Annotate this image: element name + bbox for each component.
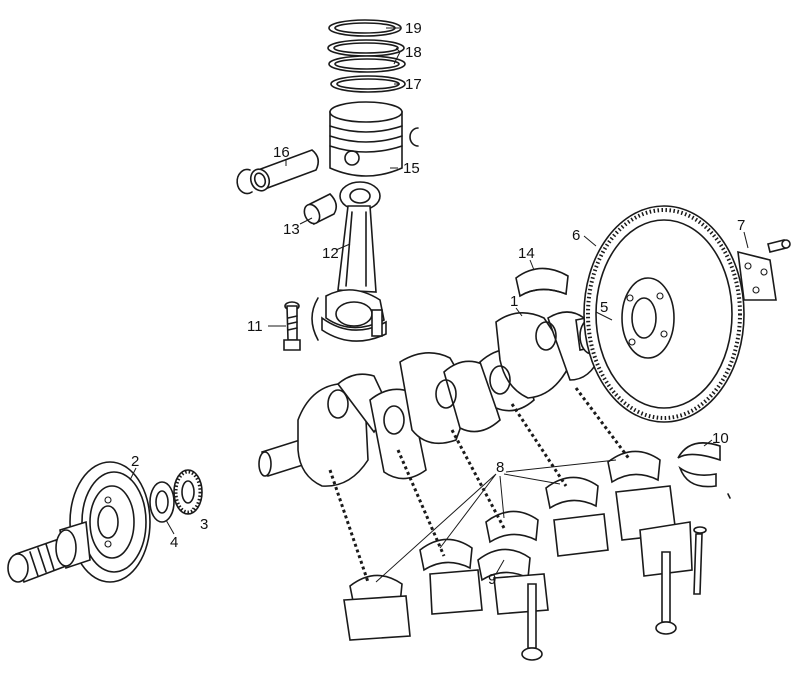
piston-pin-circlip	[409, 127, 419, 147]
main-bearing-shell-upper-3	[485, 510, 539, 544]
piston-ring-17	[330, 75, 406, 93]
piston-15	[329, 101, 403, 177]
big-end-bearing-shell-marker	[311, 297, 319, 341]
callout-19: 19	[405, 20, 422, 37]
callout-12: 12	[322, 245, 339, 262]
callout-9: 9	[488, 571, 496, 588]
callout-3: 3	[200, 516, 208, 533]
callout-7: 7	[737, 217, 745, 234]
piston-rings-18	[327, 39, 406, 73]
connecting-rod-12	[321, 181, 387, 342]
callout-10: 10	[712, 430, 729, 447]
flywheel-bolt-plate-7	[737, 239, 791, 301]
conrod-bolt-11	[283, 301, 301, 351]
bearing-shell-14	[515, 267, 569, 298]
callout-4: 4	[170, 534, 178, 551]
callout-16: 16	[273, 144, 290, 161]
callout-15: 15	[403, 160, 420, 177]
crankshaft-pulley-bolt	[7, 520, 91, 584]
flywheel-6	[583, 205, 745, 423]
callout-17: 17	[405, 76, 422, 93]
piston-pin-16	[236, 149, 320, 195]
timing-gear-3	[173, 469, 203, 515]
callout-5: 5	[600, 299, 608, 316]
main-bearing-shell-upper-2	[419, 538, 473, 572]
callout-13: 13	[283, 221, 300, 238]
leader-lines	[129, 27, 749, 583]
callout-11: 11	[247, 318, 263, 335]
main-bearing-shell-upper-5	[607, 450, 661, 484]
callout-18: 18	[405, 44, 422, 61]
thrust-half-rings-10	[677, 442, 731, 499]
callout-2: 2	[131, 453, 139, 470]
crankshaft	[258, 311, 635, 487]
assembly-alignment-lines	[328, 387, 632, 583]
piston-ring-19	[328, 19, 402, 37]
main-bearing-caps	[343, 485, 693, 641]
callout-1: 1	[510, 293, 518, 310]
callout-6: 6	[572, 227, 580, 244]
callout-8: 8	[496, 459, 504, 476]
main-bearing-shell-upper-4	[545, 476, 599, 510]
thrust-washer-4	[149, 481, 175, 523]
callout-14: 14	[518, 245, 535, 262]
small-end-bush-13	[303, 193, 338, 226]
main-bearing-cap-bolts	[521, 526, 707, 661]
crankshaft-pulley-2	[69, 461, 151, 583]
